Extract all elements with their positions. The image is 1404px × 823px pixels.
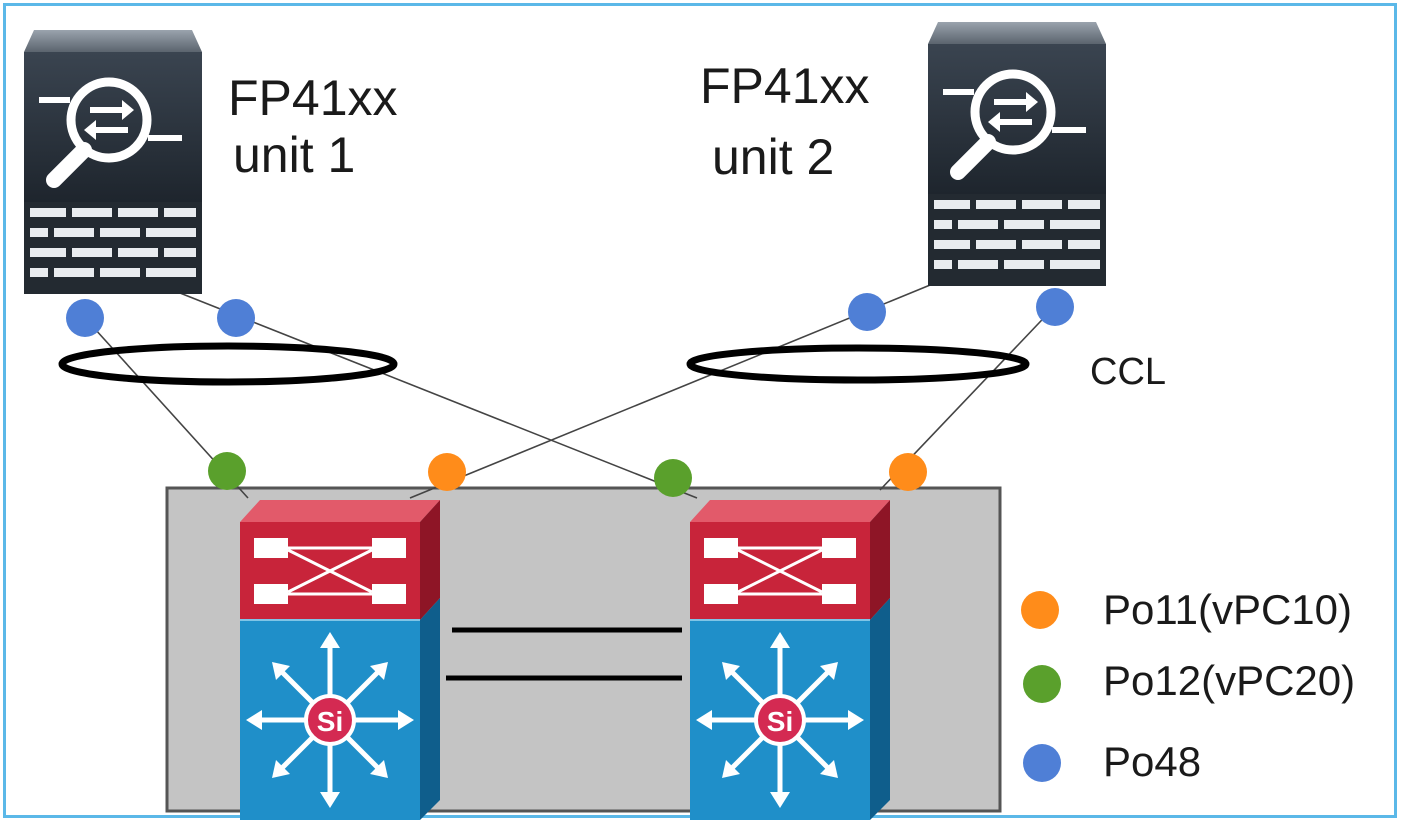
- legend-dot-po11: [1021, 591, 1059, 629]
- port-dot-po48: [66, 299, 104, 337]
- link-unit1-to-switch2: [179, 292, 698, 499]
- firewall-unit1-icon: [24, 30, 202, 294]
- switch-1-icon: Si: [240, 500, 440, 820]
- link-unit2-to-switch1: [409, 282, 936, 499]
- port-dot-po12: [654, 459, 692, 497]
- ccl-ring-unit1: [58, 342, 398, 386]
- firewall-unit2-icon: [928, 22, 1106, 286]
- unit2-name-label: unit 2: [712, 129, 834, 185]
- unit1-name-label: unit 1: [233, 127, 355, 183]
- legend-label-po11: Po11(vPC10): [1103, 586, 1352, 633]
- switch-1-si-label: Si: [317, 706, 343, 737]
- legend: Po11(vPC10) Po12(vPC20) Po48: [1021, 586, 1355, 785]
- port-dot-po11: [889, 453, 927, 491]
- unit2-model-label: FP41xx: [700, 58, 870, 114]
- legend-dot-po12: [1023, 665, 1061, 703]
- legend-dot-po48: [1023, 744, 1061, 782]
- legend-label-po48: Po48: [1103, 738, 1201, 785]
- port-dot-po48: [848, 293, 886, 331]
- switch-2-si-label: Si: [767, 706, 793, 737]
- port-dot-po12: [208, 452, 246, 490]
- unit1-model-label: FP41xx: [228, 70, 398, 126]
- ccl-ring-unit2: [686, 344, 1030, 384]
- port-dot-po48: [217, 299, 255, 337]
- switch-2-icon: Si: [690, 500, 890, 820]
- legend-label-po12: Po12(vPC20): [1103, 657, 1355, 704]
- port-dot-po11: [428, 453, 466, 491]
- ccl-label: CCL: [1090, 351, 1166, 393]
- port-dot-po48: [1036, 288, 1074, 326]
